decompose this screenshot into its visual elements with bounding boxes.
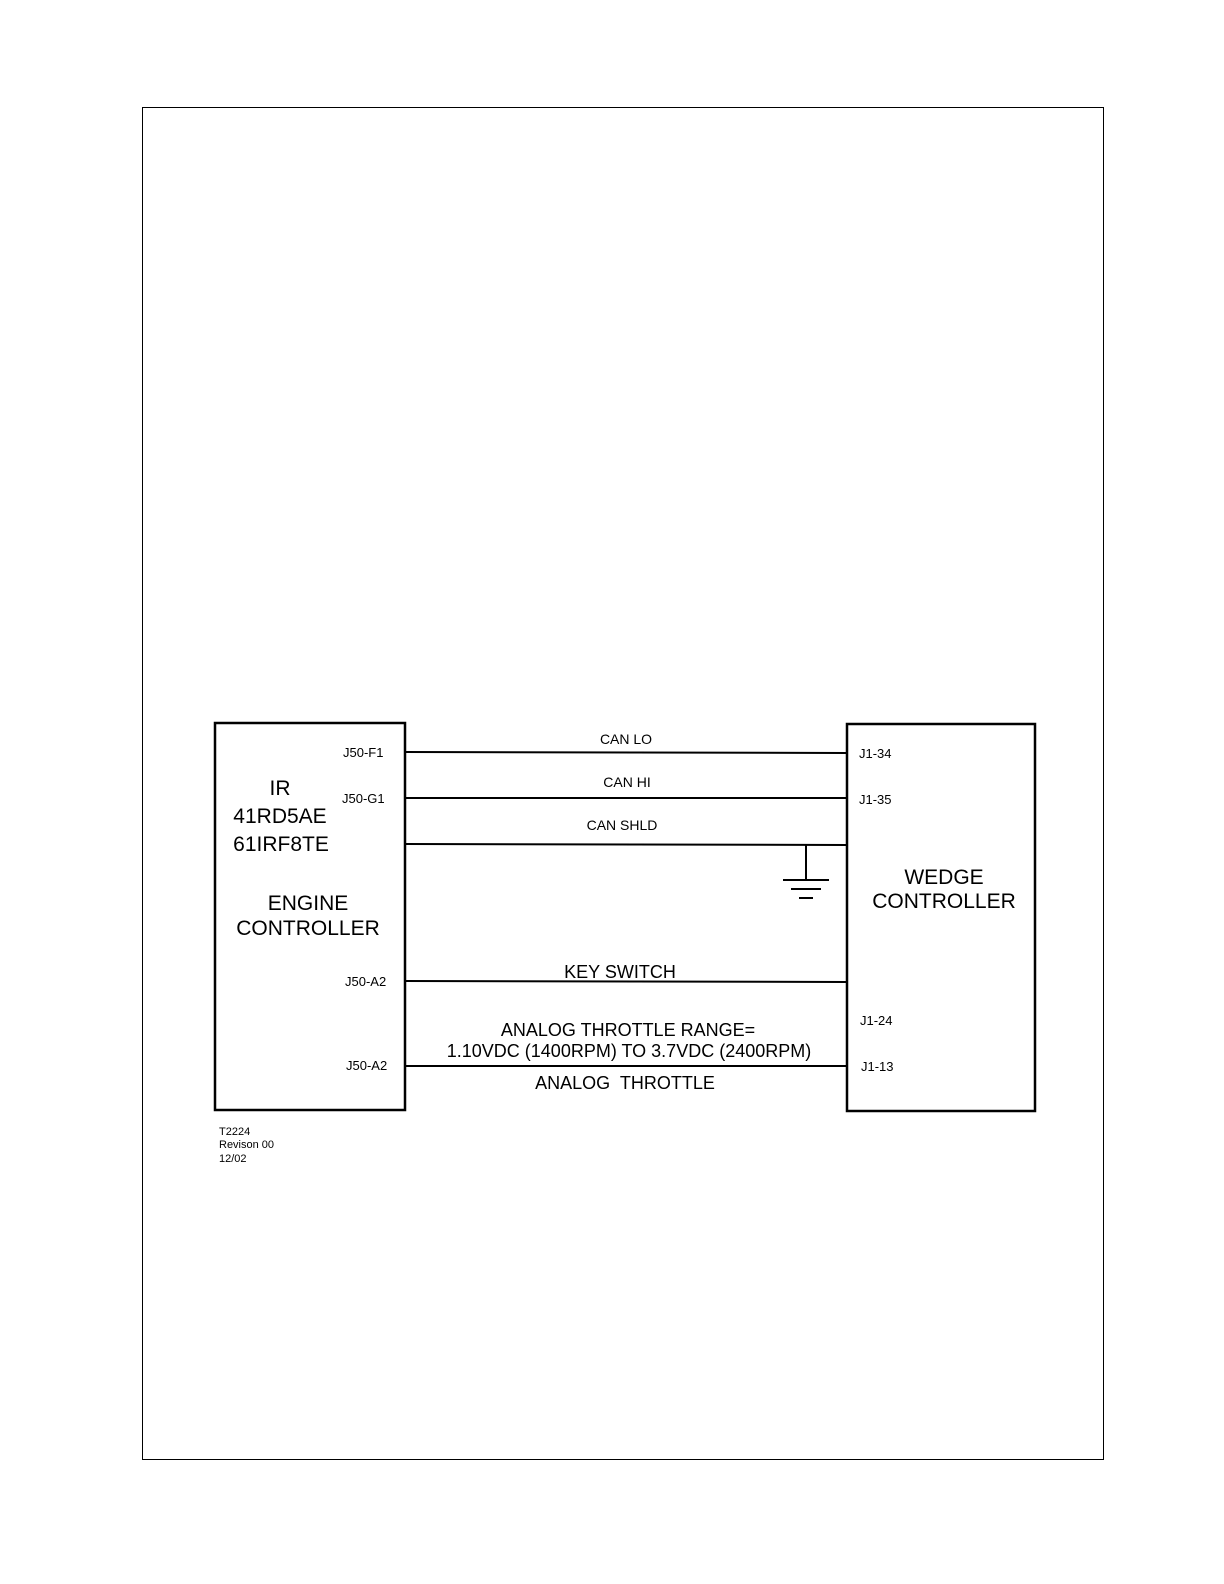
pin-j1-34: J1-34 [859,746,892,761]
footer-code: T2224 [219,1126,250,1138]
signal-range-line1: ANALOG THROTTLE RANGE= [501,1020,755,1040]
wedge-controller-line1: WEDGE [904,866,983,889]
signal-can-shld: CAN SHLD [587,817,658,833]
signal-key-switch: KEY SWITCH [564,962,676,982]
pin-j50-a2-key: J50-A2 [345,974,386,989]
engine-controller-line2: 41RD5AE [233,805,326,828]
pin-j1-35: J1-35 [859,792,892,807]
pin-j50-f1: J50-F1 [343,745,383,760]
wedge-controller-line2: CONTROLLER [872,890,1016,913]
wedge-controller-box [847,724,1035,1111]
signal-can-lo: CAN LO [600,731,652,747]
signal-range-line2: 1.10VDC (1400RPM) TO 3.7VDC (2400RPM) [447,1041,811,1061]
wire-can-lo [405,752,847,753]
pin-j50-a2-throttle: J50-A2 [346,1058,387,1073]
ground-icon [783,845,829,898]
footer-revision: Revison 00 [219,1139,274,1151]
engine-controller-line4: ENGINE [268,892,349,915]
signal-analog-throttle: ANALOG THROTTLE [535,1073,715,1093]
engine-controller-line5: CONTROLLER [236,917,380,940]
engine-controller-line3: 61IRF8TE [233,833,329,856]
engine-controller-line1: IR [270,777,291,800]
pin-j1-24: J1-24 [860,1013,893,1028]
pin-j1-13: J1-13 [861,1059,894,1074]
pin-j50-g1: J50-G1 [342,791,385,806]
signal-can-hi: CAN HI [603,774,650,790]
footer-date: 12/02 [219,1153,247,1165]
wire-can-shld [405,844,847,845]
